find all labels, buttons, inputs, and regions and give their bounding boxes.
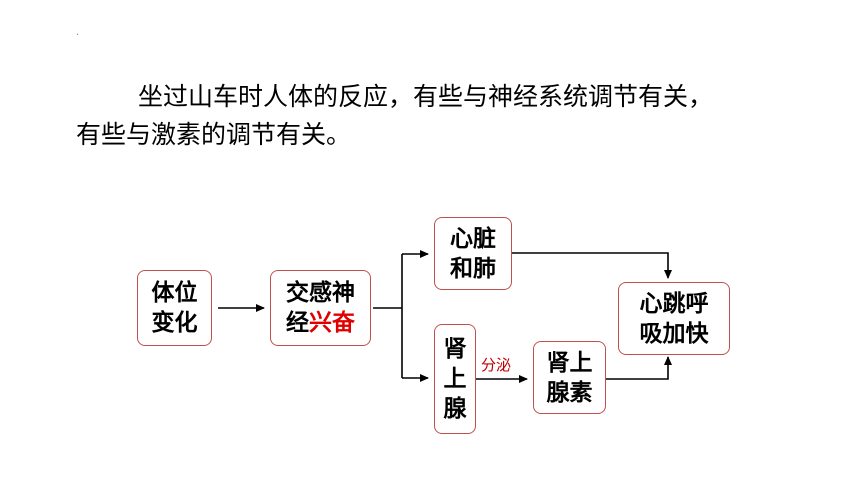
node-body-change-line1: 体位 <box>151 280 198 306</box>
node-heart-lung: 心脏 和肺 <box>434 217 512 290</box>
node-adrenal-gland: 肾 上 腺 <box>434 324 476 434</box>
node-sympathetic-line2-prefix: 经 <box>286 310 309 336</box>
node-heart-lung-line1: 心脏 <box>450 225 496 252</box>
node-adrenaline: 肾上 腺素 <box>533 341 606 414</box>
intro-line-1: 坐过山车时人体的反应，有些与神经系统调节有关， <box>138 82 714 111</box>
node-heart-lung-line2: 和肺 <box>450 255 496 282</box>
node-sympathetic: 交感神 经兴奋 <box>270 270 371 346</box>
node-result: 心跳呼 吸加快 <box>618 282 730 355</box>
node-result-line2: 吸加快 <box>639 320 709 347</box>
node-sympathetic-line1: 交感神 <box>286 280 355 306</box>
node-sympathetic-line2: 经兴奋 <box>286 308 355 338</box>
node-adrenal-gland-line2: 上 <box>443 366 467 392</box>
node-body-change-line2: 变化 <box>151 310 198 336</box>
arrow-adrenaline-to-result <box>606 356 672 380</box>
header-mark: · <box>76 30 80 41</box>
node-adrenal-gland-line3: 腺 <box>443 396 467 422</box>
arrow-heart-lung-to-result <box>512 252 672 279</box>
node-adrenal-gland-line1: 肾 <box>443 336 467 362</box>
node-adrenaline-line2: 腺素 <box>546 379 593 406</box>
intro-line-2: 有些与激素的调节有关。 <box>76 120 352 149</box>
node-body-change: 体位 变化 <box>137 270 212 346</box>
intro-text: 坐过山车时人体的反应，有些与神经系统调节有关， 有些与激素的调节有关。 <box>76 78 806 154</box>
node-sympathetic-highlight: 兴奋 <box>309 310 355 336</box>
secrete-label: 分泌 <box>481 356 512 374</box>
node-adrenaline-line1: 肾上 <box>546 349 593 376</box>
node-result-line1: 心跳呼 <box>639 290 709 317</box>
